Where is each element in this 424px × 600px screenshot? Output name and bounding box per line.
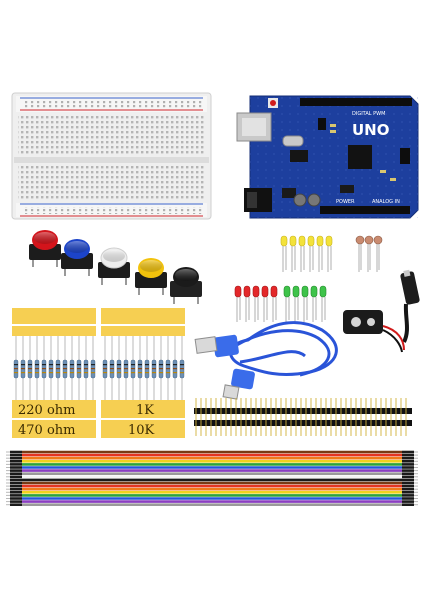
board-pwm-label: DIGITAL PWM: [352, 111, 385, 117]
yellow-button: [135, 258, 167, 295]
red-green-leds: [234, 285, 327, 322]
white-button: [98, 247, 130, 285]
label-470-ohm: 470 ohm: [18, 423, 75, 438]
blue-button: [61, 239, 93, 276]
board-logo: UNO: [352, 121, 390, 139]
yellow-leds: [280, 235, 333, 272]
resistors-left: [12, 308, 96, 438]
arduino-uno-board: UNO DIGITAL PWM POWER ANALOG IN: [236, 95, 419, 219]
jumper-wires: [6, 450, 418, 507]
usb-cable: [194, 321, 338, 400]
resistors-right: [101, 308, 185, 438]
label-10k: 10K: [128, 423, 155, 438]
red-button: [29, 230, 61, 267]
tactile-buttons: [29, 230, 202, 304]
label-1k: 1K: [136, 403, 154, 418]
battery-clip-cable: [343, 269, 420, 353]
label-220-ohm: 220 ohm: [18, 403, 75, 418]
black-button: [170, 267, 202, 304]
board-analog-label: ANALOG IN: [372, 199, 400, 205]
board-power-label: POWER: [336, 199, 355, 205]
breadboard: [11, 92, 212, 220]
pin-headers: [194, 398, 412, 436]
photoresistors: [355, 235, 383, 272]
